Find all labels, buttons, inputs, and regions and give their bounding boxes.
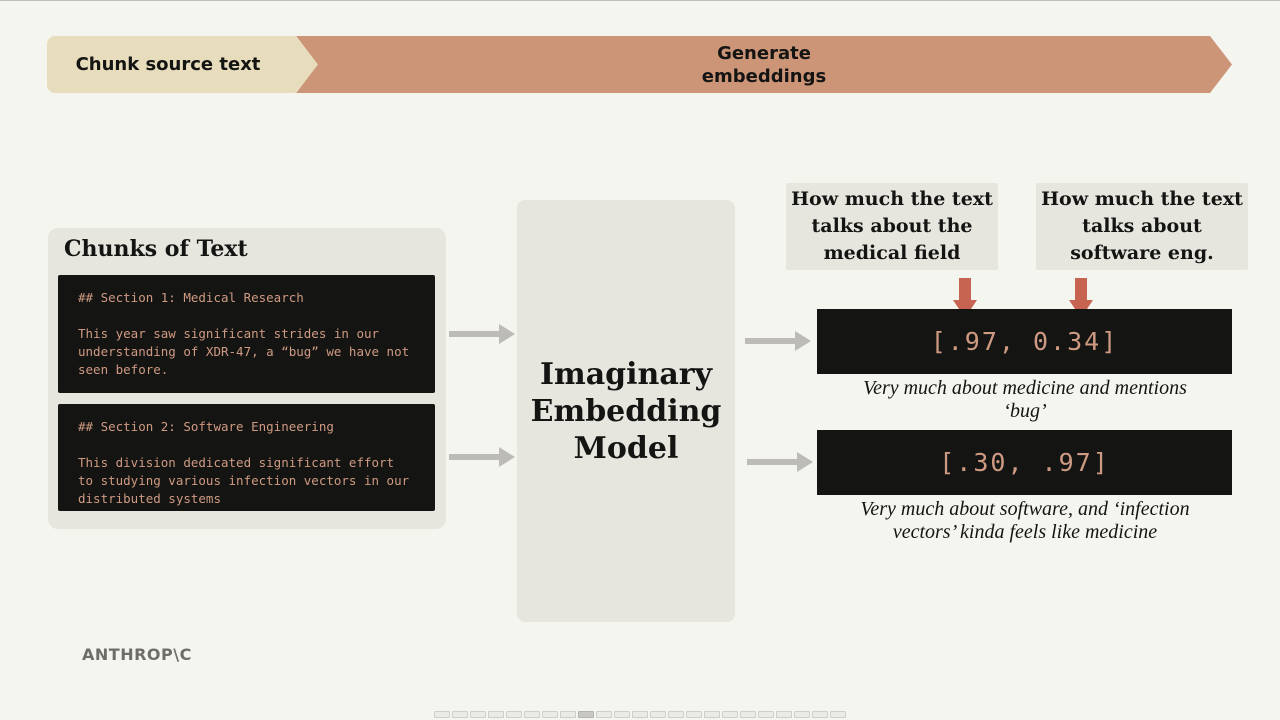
slide-thumbnail[interactable] [560, 711, 576, 718]
model-title: Imaginary Embedding Model [530, 356, 722, 466]
slide-thumbnail[interactable] [452, 711, 468, 718]
slide-thumbnail[interactable] [524, 711, 540, 718]
slide-thumbnail[interactable] [704, 711, 720, 718]
slide-thumbnail[interactable] [830, 711, 846, 718]
embedding-model-box: Imaginary Embedding Model [517, 200, 735, 622]
arrow-right-icon [449, 447, 515, 467]
vector-1-caption: Very much about medicine and mentions ‘b… [863, 377, 1187, 422]
chunk-1-body: This year saw significant strides in our… [78, 326, 417, 377]
slide-thumbnail[interactable] [650, 711, 666, 718]
chunk-1-heading: ## Section 1: Medical Research [78, 290, 304, 305]
vector-medical: [.97, 0.34] [817, 309, 1232, 374]
slide-thumbnail[interactable] [812, 711, 828, 718]
step-1-label: Chunk source text [75, 54, 261, 75]
top-border [0, 0, 1280, 1]
chunks-title: Chunks of Text [64, 236, 248, 262]
chunk-2-body: This division dedicated significant effo… [78, 455, 417, 506]
vector-software: [.30, .97] [817, 430, 1232, 495]
slide-thumbnail[interactable] [542, 711, 558, 718]
step-chunk-source-text: Chunk source text [47, 36, 319, 93]
slide-thumbnail[interactable] [794, 711, 810, 718]
chunk-2-heading: ## Section 2: Software Engineering [78, 419, 334, 434]
arrow-right-icon [745, 331, 811, 351]
slide-thumbnail[interactable] [506, 711, 522, 718]
dimension-label-medical: How much the text talks about the medica… [786, 183, 998, 270]
arrow-right-icon [747, 452, 813, 472]
dimension-1-text: How much the text talks about the medica… [791, 188, 993, 264]
slide-navigation-strip[interactable] [434, 711, 846, 719]
slide-thumbnail[interactable] [614, 711, 630, 718]
vector-1-value: [.97, 0.34] [930, 327, 1119, 356]
slide-thumbnail[interactable] [470, 711, 486, 718]
chunks-panel: Chunks of Text ## Section 1: Medical Res… [48, 228, 446, 529]
slide-thumbnail[interactable] [740, 711, 756, 718]
slide-thumbnail[interactable] [776, 711, 792, 718]
dimension-2-text: How much the text talks about software e… [1041, 188, 1243, 264]
anthropic-logo: ANTHROP\C [82, 645, 192, 664]
step-2-label: Generate embeddings [701, 42, 827, 87]
slide-thumbnail[interactable] [758, 711, 774, 718]
slide-thumbnail[interactable] [632, 711, 648, 718]
slide-thumbnail[interactable] [596, 711, 612, 718]
step-generate-embeddings: Generate embeddings [296, 36, 1232, 93]
vector-2-value: [.30, .97] [939, 448, 1110, 477]
slide-thumbnail-active[interactable] [578, 711, 594, 718]
slide-thumbnail[interactable] [722, 711, 738, 718]
slide-thumbnail[interactable] [686, 711, 702, 718]
dimension-label-software: How much the text talks about software e… [1036, 183, 1248, 270]
slide-thumbnail[interactable] [434, 711, 450, 718]
arrow-right-icon [449, 324, 515, 344]
vector-2-caption: Very much about software, and ‘infection… [860, 498, 1190, 543]
slide-thumbnail[interactable] [668, 711, 684, 718]
slide-thumbnail[interactable] [488, 711, 504, 718]
